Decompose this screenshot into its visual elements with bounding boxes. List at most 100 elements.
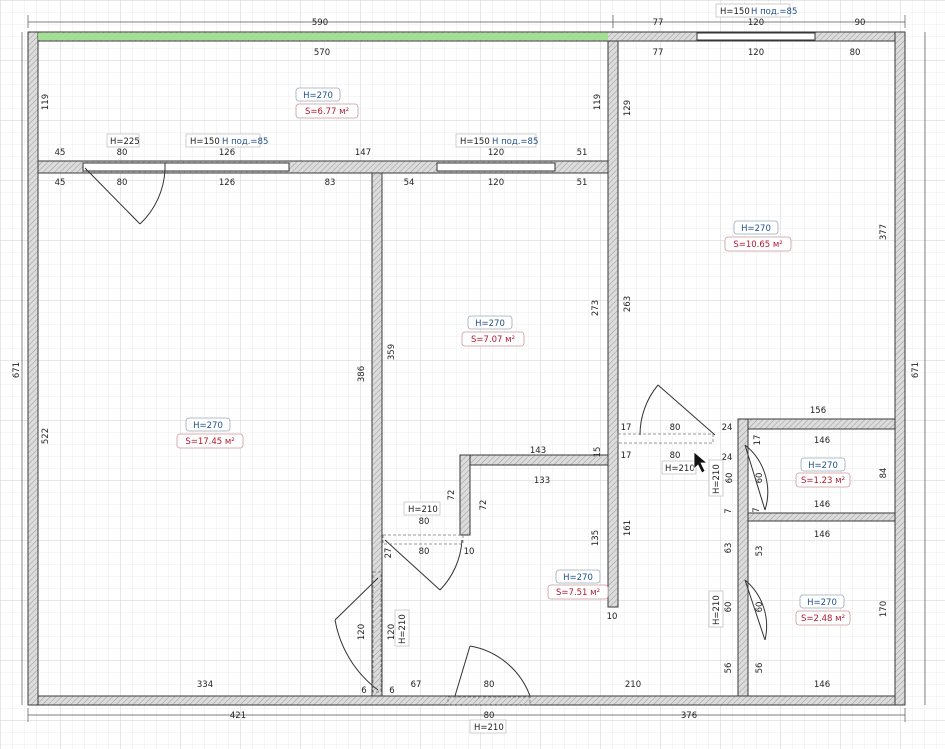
- wall-right: [894, 31, 906, 706]
- room-area-text: S=7.07 м²: [471, 335, 515, 345]
- door-tag[interactable]: [469, 719, 507, 734]
- room-door-opening: [372, 571, 382, 693]
- room-area-text: S=10.65 м²: [733, 240, 782, 250]
- mouse-cursor-icon: [693, 451, 709, 474]
- door-height-text: H=210: [474, 723, 504, 733]
- dim-label: 120: [488, 178, 504, 188]
- dim-label: 17: [621, 451, 632, 461]
- dim-label: 24: [722, 423, 733, 433]
- dim-label: 7: [724, 508, 734, 513]
- room-area-text: S=2.48 м²: [801, 614, 845, 624]
- dim-label: 90: [855, 18, 866, 28]
- dim-label: 590: [312, 18, 328, 28]
- room-door-swing: [334, 619, 379, 691]
- window-tag[interactable]: [715, 3, 791, 18]
- entrance-door-leaf: [454, 645, 471, 697]
- door-height-text: H=210: [398, 614, 408, 644]
- dim-label: 60: [755, 602, 765, 613]
- dim-label: 80: [419, 547, 430, 557]
- room-height-tag[interactable]: [800, 457, 846, 472]
- wall-toilet-bath: [747, 512, 896, 522]
- room-area-tag[interactable]: [547, 584, 609, 600]
- room-height-tag[interactable]: [733, 220, 779, 235]
- wall-kitchen-left: [607, 40, 619, 608]
- room-height-tag[interactable]: [555, 569, 601, 584]
- dim-label: 77: [653, 48, 664, 58]
- window-tag[interactable]: [185, 133, 261, 148]
- room-area-tag[interactable]: [724, 236, 792, 252]
- middle-door-leaf: [384, 539, 441, 591]
- room-height-tag[interactable]: [467, 315, 513, 330]
- dim-label: 17: [621, 423, 632, 433]
- dim-label: 10: [464, 547, 475, 557]
- dim-label: 135: [591, 530, 601, 546]
- dim-label: 386: [357, 366, 367, 382]
- room-height-tag[interactable]: [185, 417, 231, 432]
- dim-label: 421: [230, 711, 246, 721]
- door-tag[interactable]: [708, 590, 724, 628]
- door-tag[interactable]: [403, 501, 441, 516]
- balcony-door-leaf: [84, 167, 141, 225]
- dim-label: 27: [384, 548, 394, 559]
- dim-label: 359: [387, 344, 397, 360]
- window-height-text: H=150: [190, 137, 220, 147]
- kitchen-door-leaf: [657, 384, 716, 436]
- dim-label: 80: [484, 680, 495, 690]
- windows: [82, 32, 816, 172]
- room-area-text: S=7.51 м²: [556, 588, 600, 598]
- dim-label: 67: [411, 680, 422, 690]
- dim-label: 56: [755, 663, 765, 674]
- dim-label: 6: [361, 686, 366, 696]
- door-height-text: H=210: [712, 595, 722, 625]
- toilet-door-swing: [744, 444, 769, 511]
- dim-label: 156: [810, 406, 826, 416]
- dim-label: 570: [314, 48, 330, 58]
- window-sill-text: H под.=85: [492, 137, 538, 147]
- room-window: [164, 162, 290, 172]
- room-area-tag[interactable]: [795, 472, 851, 488]
- room-area-tag[interactable]: [176, 433, 244, 449]
- dim-label: 334: [197, 680, 213, 690]
- opening-tags: H=150 H под.=85 H=150 H под.=85 H=150 H …: [106, 3, 797, 734]
- dim-label: 210: [625, 680, 641, 690]
- window-height-text: H=150: [720, 7, 750, 17]
- entrance-door-opening: [447, 696, 531, 706]
- balcony-door-frame: [82, 162, 166, 172]
- door-tag[interactable]: [708, 459, 724, 497]
- window-tag[interactable]: [455, 133, 537, 148]
- dim-label: 129: [623, 100, 633, 116]
- door-openings: [372, 433, 714, 706]
- dim-label: 376: [681, 711, 697, 721]
- entrance-door-swing: [469, 645, 531, 697]
- room-area-tag[interactable]: [461, 331, 525, 347]
- dim-label: 51: [577, 178, 588, 188]
- wall-wet-left: [737, 418, 749, 697]
- dim-label: 146: [814, 530, 830, 540]
- room-area-tag[interactable]: [795, 610, 851, 626]
- dim-label: 263: [623, 296, 633, 312]
- door-tag[interactable]: [394, 609, 410, 647]
- room-height-text: H=270: [563, 573, 593, 583]
- dim-label: 53: [755, 546, 765, 557]
- room-height-tag[interactable]: [799, 594, 845, 609]
- door-tag[interactable]: [106, 133, 140, 148]
- dim-label: 80: [117, 148, 128, 158]
- dim-label: 80: [484, 711, 495, 721]
- doors: [84, 167, 769, 697]
- wall-middle-hallway-v: [459, 454, 471, 536]
- dim-label: 119: [593, 94, 603, 110]
- dim-label: 80: [670, 423, 681, 433]
- room-height-tag[interactable]: [295, 87, 341, 102]
- dim-label: 51: [577, 148, 588, 158]
- outer-dimension-lines: [21, 15, 926, 722]
- room-door-leaf: [334, 577, 379, 621]
- room-height-text: H=270: [475, 319, 505, 329]
- dim-label: 671: [911, 362, 921, 378]
- balcony-door-swing: [139, 169, 166, 225]
- dim-label: 45: [55, 148, 66, 158]
- dim-label: 120: [748, 18, 764, 28]
- middle-door-swing: [439, 539, 463, 591]
- room-area-tag[interactable]: [295, 103, 359, 119]
- dim-label: 6: [389, 686, 394, 696]
